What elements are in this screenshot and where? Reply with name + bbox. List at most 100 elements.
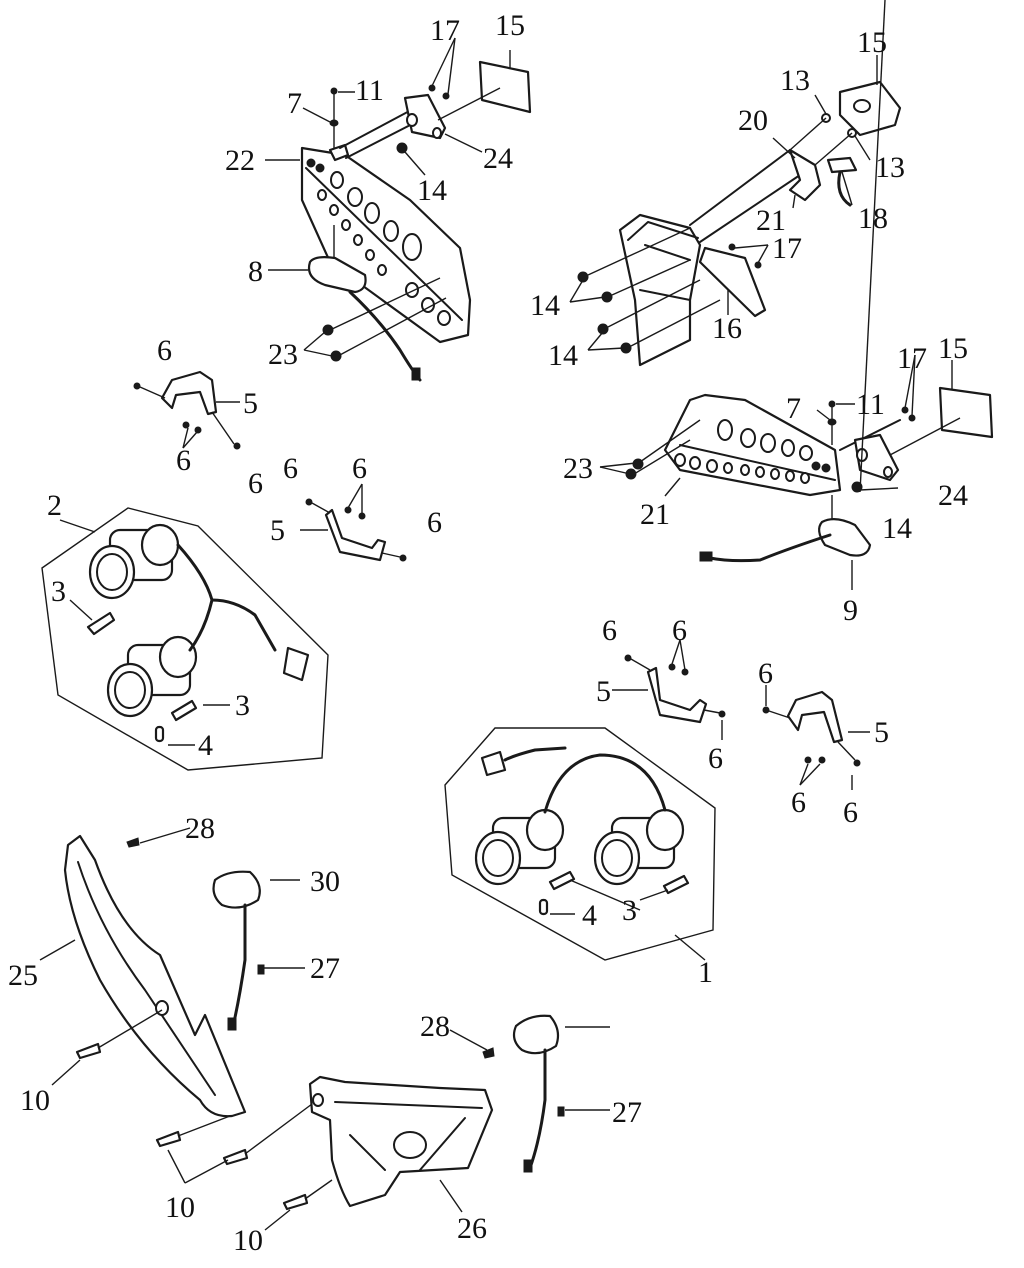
callout-10: 10 bbox=[233, 1224, 263, 1257]
callout-3: 3 bbox=[622, 894, 637, 927]
signal-29 bbox=[212, 870, 261, 909]
callout-27: 27 bbox=[310, 952, 340, 985]
mount-bracket-5-a bbox=[133, 370, 241, 450]
connector-2 bbox=[282, 646, 310, 682]
callout-6: 6 bbox=[157, 334, 172, 367]
kit-1-outline bbox=[444, 727, 716, 961]
callout-23: 23 bbox=[563, 452, 593, 485]
callout-8: 8 bbox=[248, 255, 263, 288]
callout-16: 16 bbox=[712, 312, 742, 345]
callout-3: 3 bbox=[235, 689, 250, 722]
mount-bracket-5-d bbox=[762, 690, 861, 767]
callout-17: 17 bbox=[430, 14, 460, 47]
callout-24: 24 bbox=[938, 479, 968, 512]
leader-lines bbox=[39, 0, 953, 1231]
bulb-3-c bbox=[548, 870, 576, 891]
fog-lamp-1-right bbox=[593, 808, 685, 886]
callout-6: 6 bbox=[283, 452, 298, 485]
callout-14: 14 bbox=[530, 289, 560, 322]
callout-15: 15 bbox=[938, 332, 968, 365]
callout-12: 15 bbox=[857, 26, 887, 59]
reflector-15-right bbox=[938, 386, 994, 439]
bulb-4-b bbox=[538, 898, 549, 916]
callout-13: 13 bbox=[780, 64, 810, 97]
callout-24: 24 bbox=[483, 142, 513, 175]
fog-lamp-2-lower bbox=[106, 635, 198, 718]
plate-lamp-8 bbox=[307, 256, 367, 294]
connector-1 bbox=[480, 750, 507, 777]
mount-bracket-5-c bbox=[624, 654, 726, 724]
rear-frame-assembly bbox=[577, 80, 902, 367]
callout-13: 13 bbox=[875, 151, 905, 184]
callout-25: 25 bbox=[8, 959, 38, 992]
callout-17: 17 bbox=[772, 232, 802, 265]
bulb-4-a bbox=[154, 725, 165, 743]
bracket-21-holes bbox=[674, 419, 831, 484]
callout-26: 26 bbox=[457, 1212, 487, 1245]
license-bracket-left-assembly bbox=[300, 60, 532, 382]
callout-28: 28 bbox=[185, 812, 215, 845]
callout-22: 22 bbox=[225, 144, 255, 177]
callout-18: 18 bbox=[858, 202, 888, 235]
callout-6: 6 bbox=[672, 614, 687, 647]
callout-6: 6 bbox=[708, 742, 723, 775]
screw-10-d bbox=[282, 1193, 309, 1211]
screw-10-a bbox=[75, 1042, 102, 1060]
side-cover-25 bbox=[63, 834, 247, 1118]
fog-lamp-1-left bbox=[474, 808, 565, 886]
bulb-3-b bbox=[170, 699, 198, 722]
bracket-22-holes bbox=[306, 158, 451, 326]
callout-6: 6 bbox=[758, 657, 773, 690]
callout-6: 6 bbox=[602, 614, 617, 647]
callout-2: 2 bbox=[47, 489, 62, 522]
callout-21: 21 bbox=[640, 498, 670, 531]
callout-6: 6 bbox=[843, 796, 858, 829]
callout-5: 5 bbox=[596, 675, 611, 708]
callout-5: 5 bbox=[874, 716, 889, 749]
callout-14: 14 bbox=[417, 174, 447, 207]
callout-4: 4 bbox=[582, 899, 597, 932]
plate-lamp-9 bbox=[818, 518, 872, 557]
callout-14: 14 bbox=[882, 512, 912, 545]
fog-lamp-2-upper bbox=[88, 523, 180, 600]
signal-30 bbox=[512, 1014, 560, 1055]
reflector-15 bbox=[478, 60, 532, 114]
callout-15: 15 bbox=[495, 9, 525, 42]
kit-2-outline bbox=[41, 507, 329, 771]
callout-7: 7 bbox=[287, 87, 302, 120]
side-cover-25-assembly bbox=[63, 834, 265, 1118]
screw-10-c bbox=[222, 1148, 249, 1166]
callout-14: 14 bbox=[548, 339, 578, 372]
callout-29: 30 bbox=[310, 865, 340, 898]
callout-7: 7 bbox=[786, 392, 801, 425]
callout-4: 4 bbox=[198, 729, 213, 762]
callout-28: 28 bbox=[420, 1010, 450, 1043]
connector-18 bbox=[826, 156, 858, 174]
callout-6: 6 bbox=[427, 506, 442, 539]
callout-6: 6 bbox=[248, 467, 263, 500]
plate-16 bbox=[698, 246, 767, 318]
callout-23: 23 bbox=[268, 338, 298, 371]
callout-3: 3 bbox=[51, 575, 66, 608]
license-bracket-right-assembly bbox=[625, 386, 994, 563]
callout-19: 20 bbox=[738, 104, 768, 137]
callout-6: 6 bbox=[352, 452, 367, 485]
screw-10-b bbox=[155, 1130, 182, 1148]
callout-17: 17 bbox=[897, 342, 927, 375]
callout-10: 10 bbox=[20, 1084, 50, 1117]
callout-6: 6 bbox=[791, 786, 806, 819]
callout-10: 10 bbox=[165, 1191, 195, 1224]
lower-cover-26-assembly bbox=[155, 1014, 565, 1211]
fog-lamp-kit-1 bbox=[444, 727, 716, 961]
callout-labels: 17 15 11 7 22 24 14 8 23 15 13 13 20 18 … bbox=[8, 9, 968, 1257]
callout-9: 9 bbox=[843, 594, 858, 627]
callout-5: 5 bbox=[243, 387, 258, 420]
callout-11: 11 bbox=[856, 388, 885, 421]
callout-1: 1 bbox=[698, 956, 713, 989]
callout-20: 21 bbox=[756, 204, 786, 237]
fog-lamp-kit-2 bbox=[41, 507, 329, 771]
callout-27: 27 bbox=[612, 1096, 642, 1129]
bulb-3-a bbox=[86, 611, 116, 636]
callout-6: 6 bbox=[176, 444, 191, 477]
